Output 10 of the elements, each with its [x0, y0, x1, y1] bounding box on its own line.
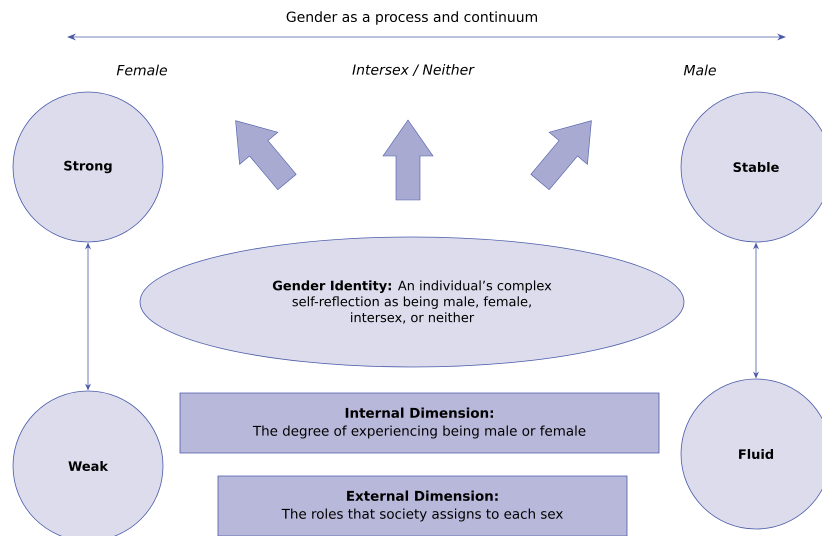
- dimension-box: External Dimension: The roles that society assigns to each sex: [218, 476, 628, 536]
- pole-label: Male: [684, 64, 716, 76]
- dimension-box: Internal Dimension: The degree of experiencing being male or female: [180, 392, 660, 454]
- pole-label: Intersex / Neither: [352, 64, 475, 76]
- pole-label: Female: [116, 64, 167, 76]
- circle-node: Fluid: [680, 378, 822, 530]
- circle-node: Weak: [12, 390, 164, 536]
- circle-node: Strong: [12, 92, 164, 242]
- circle-node: Stable: [680, 92, 822, 242]
- title: Gender as a process and continuum: [286, 11, 537, 25]
